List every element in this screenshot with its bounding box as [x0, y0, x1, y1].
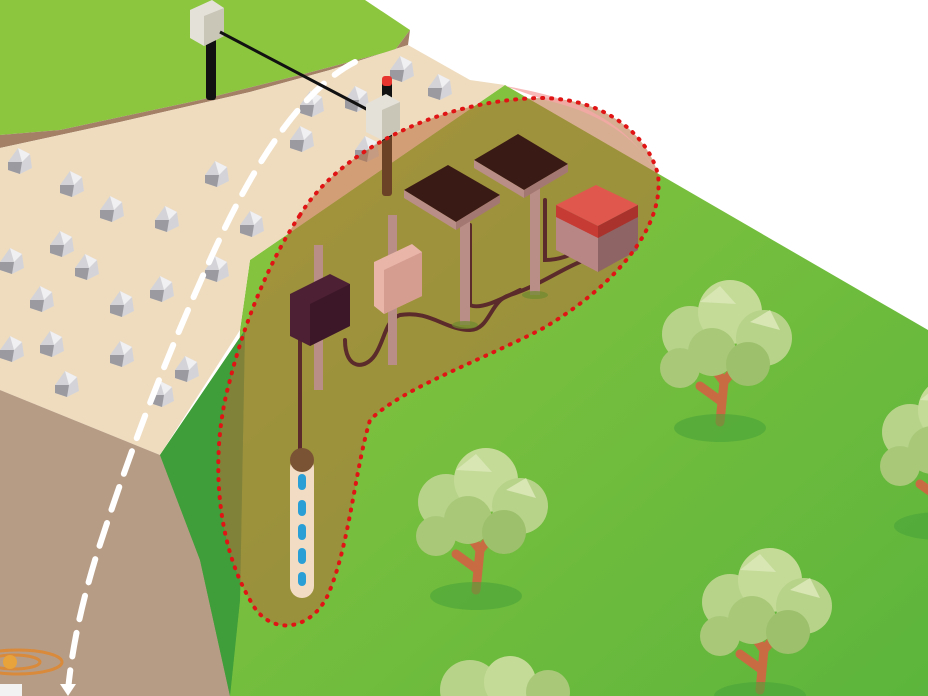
battery-box	[556, 185, 638, 272]
grass-top-left-edge	[0, 30, 410, 148]
monitoring-zone-outline	[216, 95, 661, 628]
logger-enclosure	[374, 215, 422, 365]
borehole-well	[290, 448, 314, 598]
grass-top-left	[0, 0, 410, 135]
ripple-marker	[0, 648, 64, 696]
solar-panel-2	[474, 134, 568, 299]
tree-5	[440, 656, 570, 696]
sensor-link-wire	[219, 30, 373, 114]
cliff-face	[0, 390, 230, 696]
solar-panel-1	[404, 165, 500, 329]
flow-arrow-head	[60, 684, 76, 696]
monitoring-zone-fill	[218, 98, 659, 626]
sensor-unit-1	[190, 0, 224, 100]
controller-enclosure	[290, 245, 350, 390]
flow-path-dashed	[65, 59, 358, 693]
